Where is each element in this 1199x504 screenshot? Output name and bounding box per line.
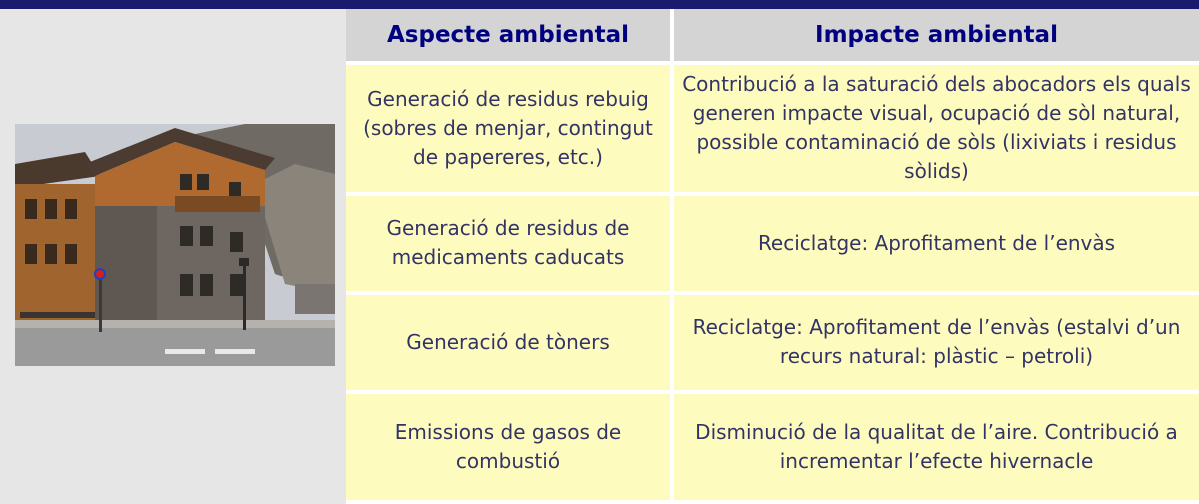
aspect-cell: Generació de tòners xyxy=(346,294,674,394)
table-row: Generació de residus de medicaments cadu… xyxy=(346,195,1199,295)
table-row: Generació de residus rebuig (sobres de m… xyxy=(346,65,1199,196)
table-header-row: Aspecte ambiental Impacte ambiental xyxy=(346,9,1199,65)
impact-cell: Contribució a la saturació dels abocador… xyxy=(674,65,1199,196)
aspect-cell: Generació de residus rebuig (sobres de m… xyxy=(346,65,674,196)
table-row: Emissions de gasos de combustió Disminuc… xyxy=(346,393,1199,504)
environmental-table: Aspecte ambiental Impacte ambiental Gene… xyxy=(346,9,1199,504)
impact-cell: Reciclatge: Aprofitament de l’envàs (est… xyxy=(674,294,1199,394)
impact-cell: Disminució de la qualitat de l’aire. Con… xyxy=(674,393,1199,504)
table-row: Generació de tòners Reciclatge: Aprofita… xyxy=(346,294,1199,394)
aspect-cell: Emissions de gasos de combustió xyxy=(346,393,674,504)
header-impact: Impacte ambiental xyxy=(674,9,1199,65)
aspect-cell: Generació de residus de medicaments cadu… xyxy=(346,195,674,295)
top-bar xyxy=(0,0,1199,9)
header-aspect: Aspecte ambiental xyxy=(346,9,674,65)
building-photo xyxy=(15,124,335,366)
impact-cell: Reciclatge: Aprofitament de l’envàs xyxy=(674,195,1199,295)
